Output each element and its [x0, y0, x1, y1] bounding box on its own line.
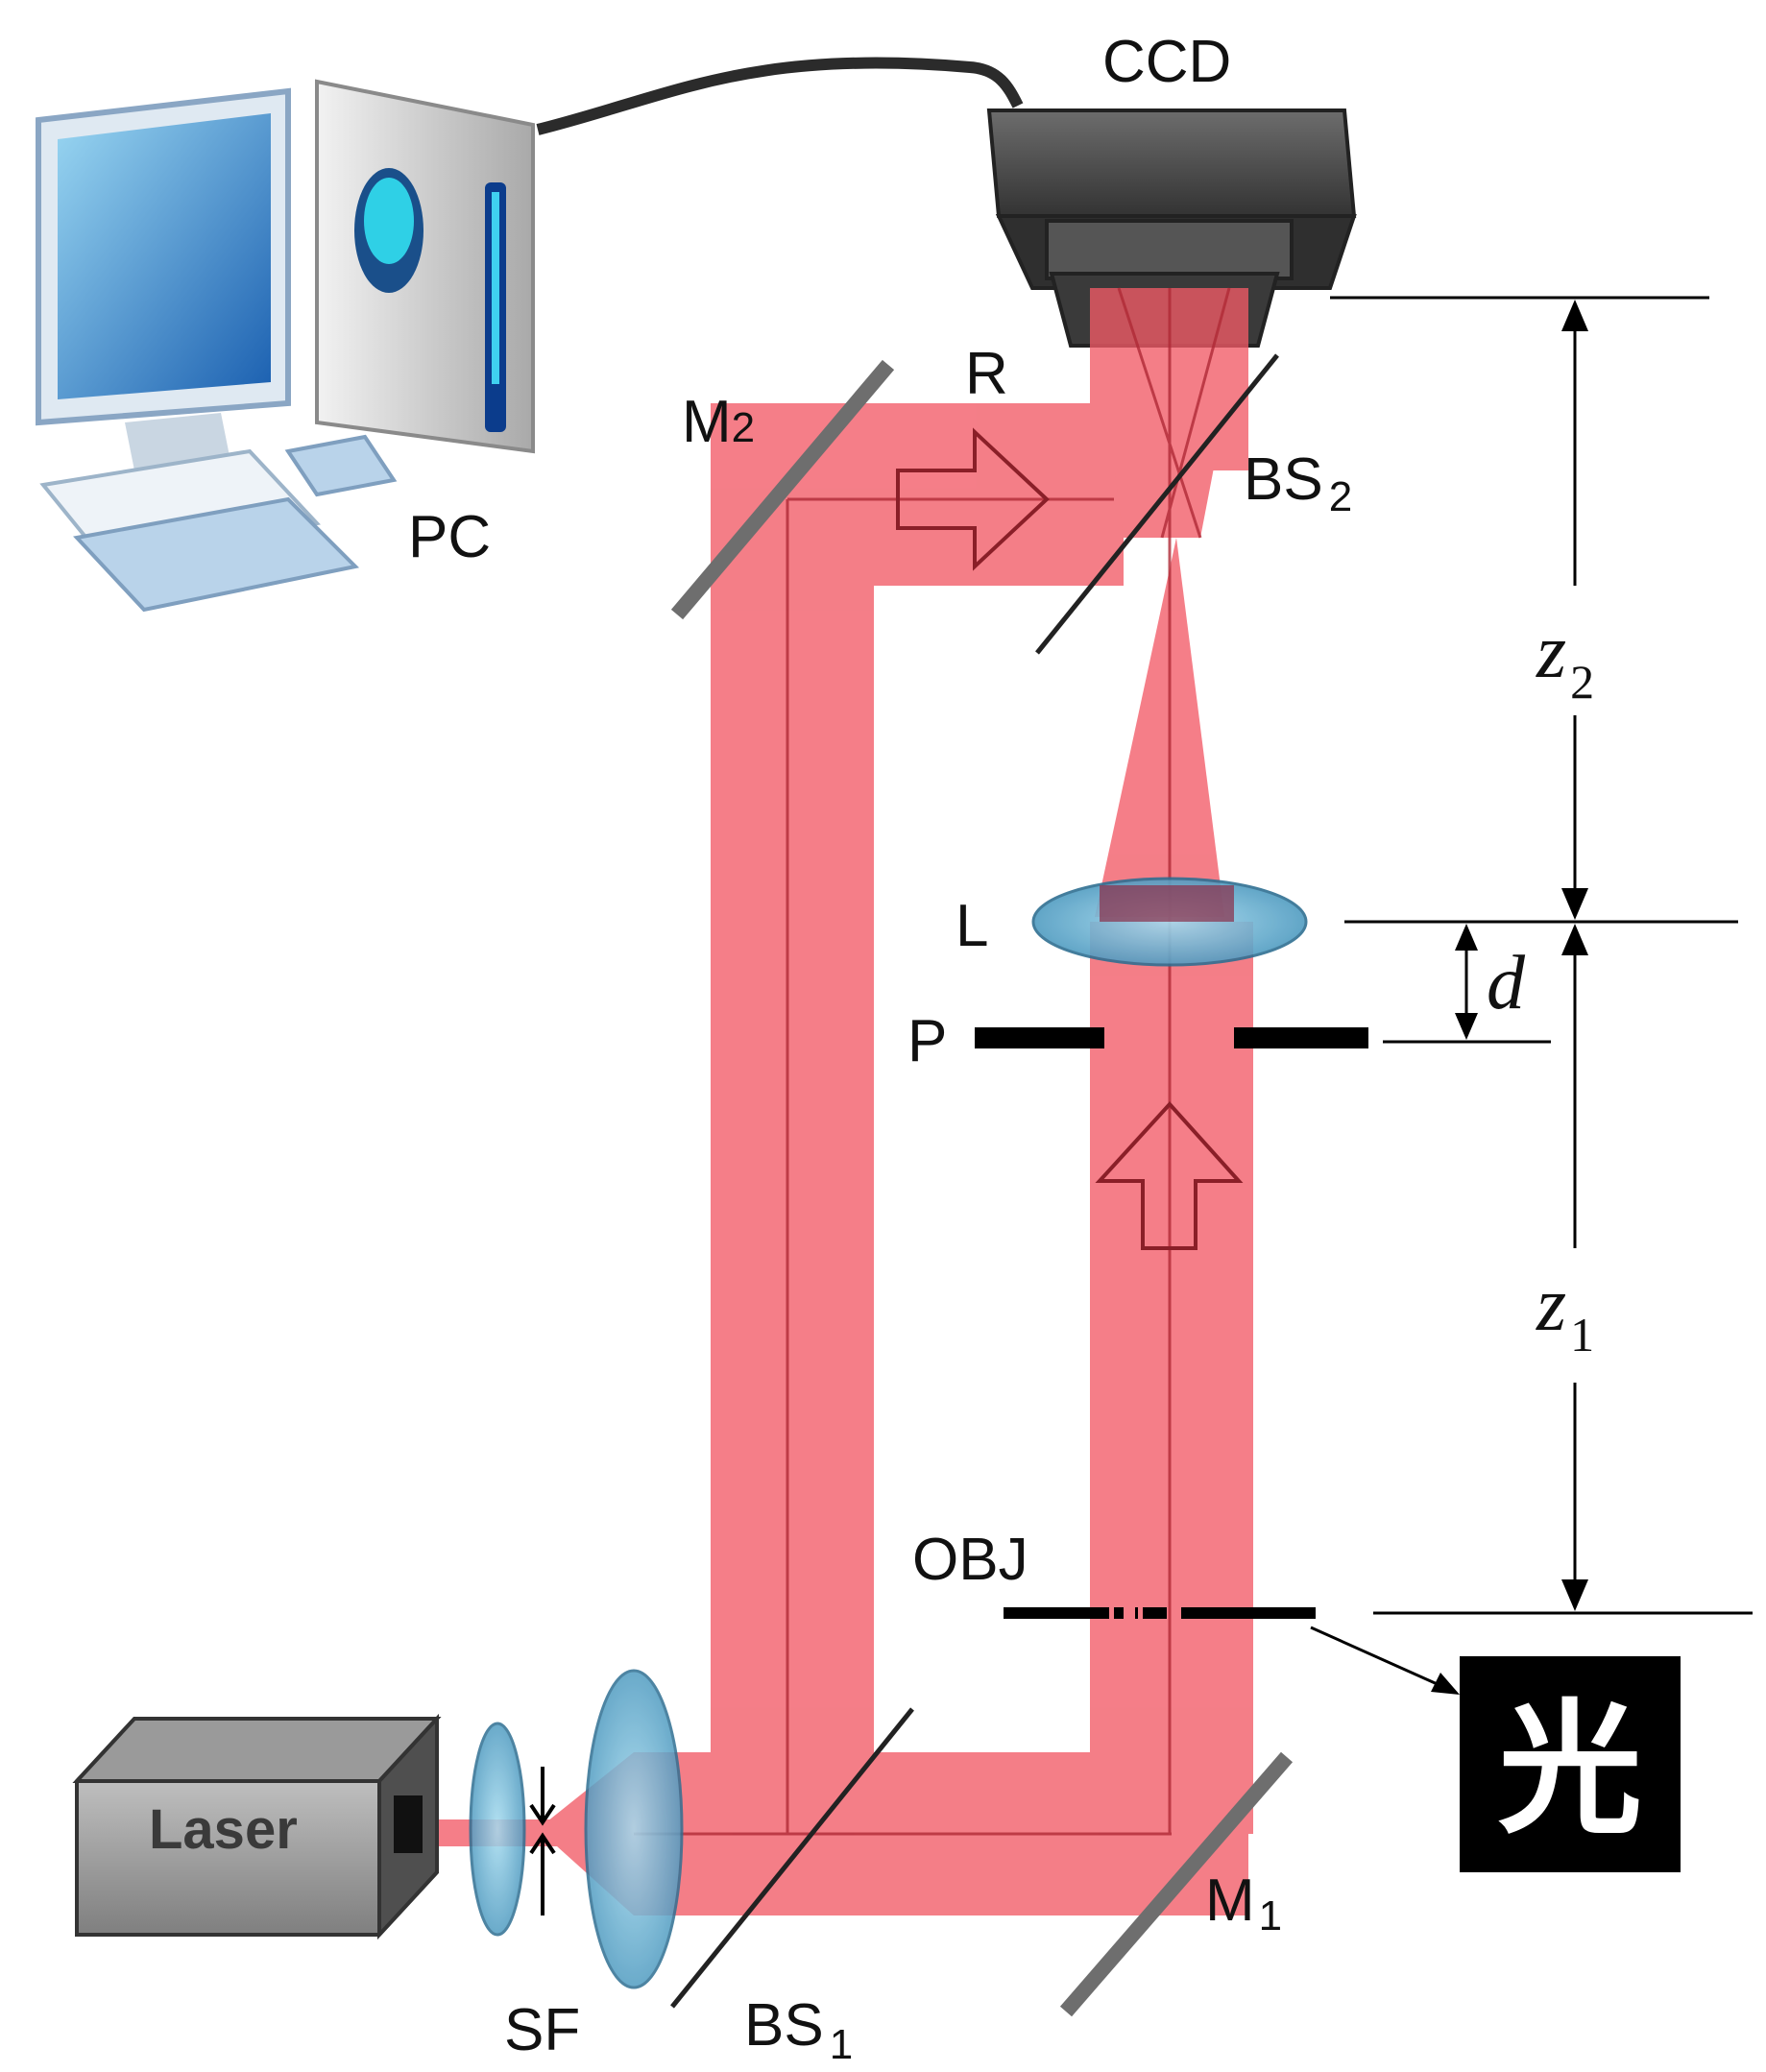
object-pointer-line [1310, 1626, 1451, 1692]
mirror-m1 [1059, 1751, 1294, 2017]
beamsplitter-bs1 [670, 1707, 914, 2009]
l-label: L [956, 893, 988, 959]
pc-cable [536, 57, 1024, 135]
beam-reference-vertical [711, 586, 874, 1834]
object-pointer-arrowhead [1431, 1673, 1460, 1695]
object-pattern-box [1460, 1656, 1681, 1872]
laser-label: Laser [149, 1798, 298, 1861]
pc-icon [36, 79, 535, 613]
obj-label: OBJ [912, 1527, 1028, 1593]
dimension-lines [1330, 296, 1753, 1615]
m2-label: M2 [682, 389, 755, 455]
dimension-arrowheads [1455, 300, 1588, 1611]
m1-label: M1 [1205, 1867, 1282, 1939]
spatial-filter-icon [469, 1669, 684, 1989]
lens-l-icon [1031, 877, 1308, 967]
d-label: d [1487, 941, 1526, 1025]
mirror-m2 [670, 359, 895, 620]
r-label: R [965, 341, 1008, 407]
ccd-label: CCD [1102, 29, 1231, 95]
reference-direction-arrow [896, 427, 1050, 571]
aperture-p-left [975, 1027, 1104, 1048]
laser-beams [413, 288, 1253, 1915]
object-pattern-glyph: 光 [1498, 1687, 1642, 1854]
beam-axes [634, 287, 1231, 1836]
pc-label: PC [408, 504, 491, 570]
sf-label: SF [504, 1997, 580, 2063]
laser-device-icon [72, 1713, 442, 1940]
object-direction-arrow [1095, 1101, 1244, 1250]
z1-label: z1 [1536, 1263, 1594, 1361]
z2-label: z2 [1536, 610, 1594, 709]
p-label: P [907, 1008, 947, 1074]
beam-converging-cone [1095, 538, 1224, 917]
aperture-p-right [1234, 1027, 1368, 1048]
beamsplitter-bs2 [1035, 353, 1279, 655]
beam-object-vertical [1090, 922, 1253, 1834]
